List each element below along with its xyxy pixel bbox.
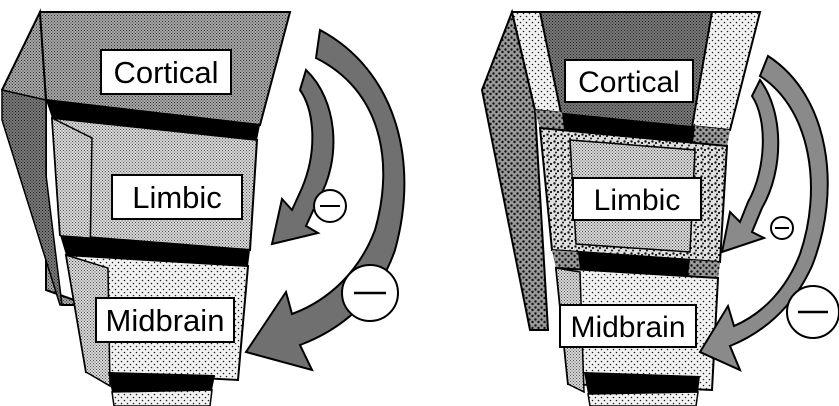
right-small-inhibition-symbol: − (770, 216, 794, 240)
right-cortical-box (564, 59, 694, 103)
left-cortical-box (100, 49, 232, 95)
right-limbic-box (572, 177, 702, 221)
right-midbrain-label: Midbrain (570, 311, 685, 344)
right-band-2 (552, 250, 720, 278)
right-cortical-label: Cortical (578, 66, 680, 99)
left-midbrain-box (95, 297, 235, 343)
left-limbic-box (111, 174, 243, 220)
left-band-2 (60, 235, 250, 266)
right-band-1-right-pad (693, 126, 730, 146)
left-small-arrow (270, 68, 335, 246)
left-band-1 (46, 100, 260, 140)
left-midbrain-side (65, 253, 111, 388)
left-panel: Cortical Limbic Midbrain − — (0, 8, 406, 406)
left-large-inhibition-symbol: — (341, 264, 399, 322)
right-small-arrow (720, 78, 780, 254)
right-large-inhibition-symbol: — (786, 285, 839, 339)
right-band-1-left-pad (535, 110, 564, 130)
left-small-inhibition-symbol: − (313, 189, 347, 223)
right-band-1 (535, 110, 730, 146)
right-limbic-label: Limbic (594, 184, 681, 217)
left-bottom-tier (111, 389, 213, 406)
left-midbrain-label: Midbrain (106, 303, 225, 338)
right-side-wall (480, 8, 550, 331)
right-band-2-right-pad (688, 260, 720, 278)
right-midbrain-box (559, 304, 697, 348)
left-cortical-label: Cortical (113, 55, 218, 90)
left-band-3 (108, 372, 215, 392)
right-band-2-left-pad (552, 250, 580, 270)
right-bottom-tier (587, 391, 699, 406)
right-band-3 (584, 372, 700, 394)
left-limbic-label: Limbic (132, 180, 222, 215)
